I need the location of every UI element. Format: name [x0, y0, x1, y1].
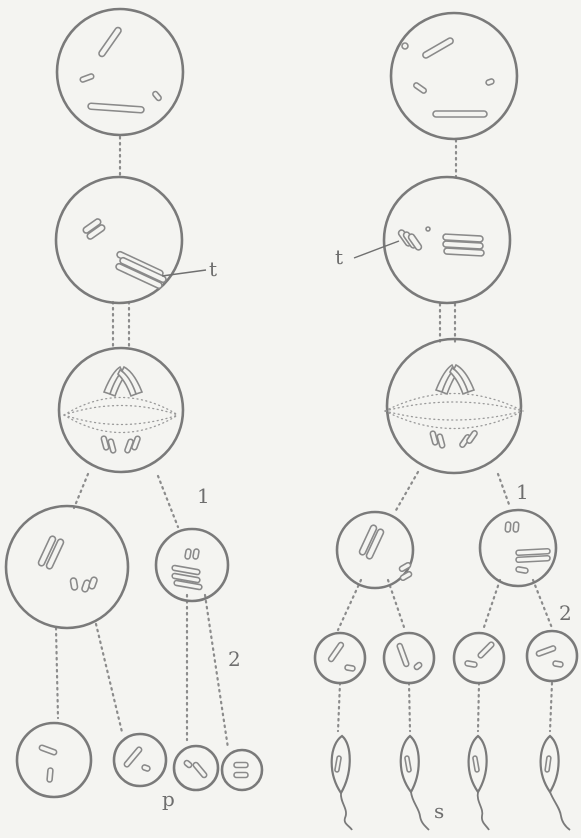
polar-body-2a — [114, 734, 166, 786]
lineage-lines-left — [56, 137, 228, 748]
spindle-right — [385, 394, 523, 429]
division-1-label-left: 1 — [197, 484, 210, 508]
polar-body-2b — [174, 746, 218, 790]
tetrad-label-left: t — [209, 257, 217, 281]
lineage-lines-right — [338, 140, 552, 731]
division-2-label-right: 2 — [559, 601, 572, 625]
division-1-label-right: 1 — [516, 480, 529, 504]
spermatocyte-cell-1 — [391, 13, 517, 139]
sperm-2 — [401, 736, 429, 830]
spermatid-2 — [384, 633, 434, 683]
oocyte-cell-2 — [56, 177, 182, 303]
spermatid-4 — [527, 631, 577, 681]
sperm-label: s — [434, 799, 444, 823]
tetrad-label-right: t — [335, 245, 343, 269]
oocyte-cell-3-metaphase — [59, 348, 183, 472]
ootid — [17, 723, 91, 797]
polar-bodies-label: p — [162, 787, 175, 811]
spermatocyte-cell-2 — [384, 177, 510, 303]
sperm-4 — [541, 736, 570, 830]
spermatid-3 — [454, 633, 504, 683]
first-polar-body — [156, 529, 228, 601]
spermatid-1 — [315, 633, 365, 683]
oocyte-cell-1 — [57, 9, 183, 135]
sperm-1 — [332, 736, 352, 830]
spermatocyte-cell-3-metaphase — [385, 339, 523, 473]
secondary-spermatocyte-b — [480, 510, 556, 586]
secondary-spermatocyte-a — [337, 512, 413, 588]
division-2-label-left: 2 — [228, 647, 241, 671]
secondary-oocyte — [6, 506, 128, 628]
spindle-left — [64, 398, 178, 433]
sperm-3 — [469, 736, 489, 830]
polar-body-2c — [222, 750, 262, 790]
